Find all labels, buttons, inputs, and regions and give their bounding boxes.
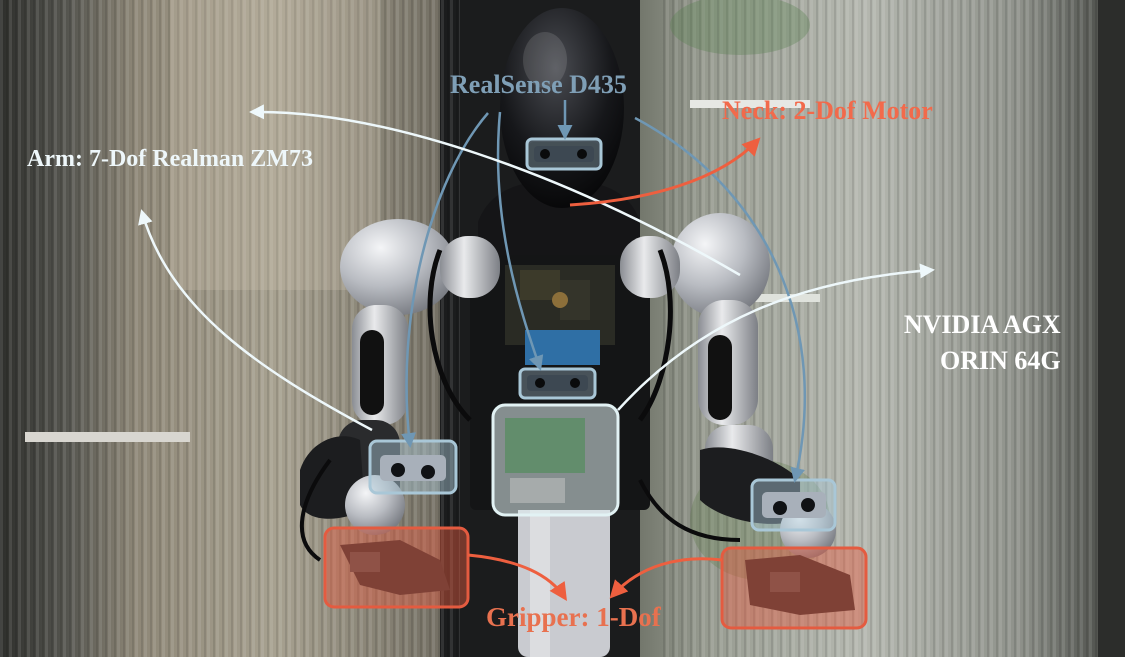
gripper-right [745, 555, 855, 615]
compute-label-line1: NVIDIA AGX [903, 310, 1061, 339]
gripper-left [340, 540, 450, 595]
gripper-box-right [720, 546, 868, 630]
wall-panel [170, 0, 380, 290]
gripper-label: Gripper: 1-Dof [486, 602, 661, 632]
compute-label: NVIDIA AGX ORIN 64G [888, 312, 1061, 374]
compute-box [491, 403, 620, 517]
compute-arrow [617, 263, 935, 411]
compute-label-line2: ORIN 64G [940, 346, 1061, 375]
shelf-left [25, 432, 190, 442]
camera-arrows [401, 100, 807, 483]
camera-right-wrist [750, 478, 837, 532]
orange-arrows [467, 137, 761, 602]
gripper-box-left [323, 526, 470, 609]
plant-blur [670, 0, 810, 55]
shelf-right [690, 100, 810, 108]
camera-left-wrist [368, 439, 458, 495]
neck-label: Neck: 2-Dof Motor [722, 96, 933, 125]
arm-arrows [138, 104, 741, 432]
arm-label: Arm: 7-Dof Realman ZM73 [27, 146, 313, 172]
door-frame [1098, 0, 1125, 657]
camera-chest [518, 367, 597, 400]
camera-label: RealSense D435 [450, 70, 627, 99]
camera-head [525, 137, 603, 171]
